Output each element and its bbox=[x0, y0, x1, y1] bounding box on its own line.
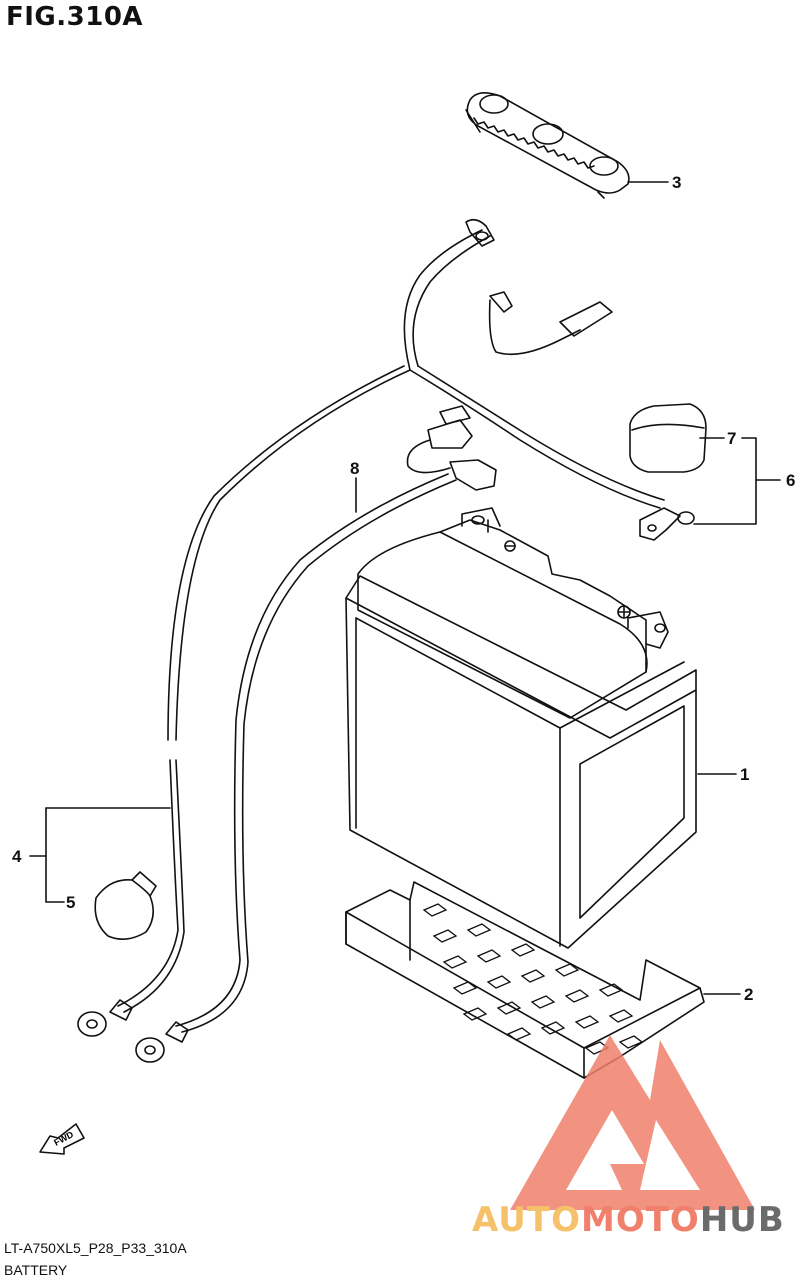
fwd-label: FWD bbox=[52, 1129, 75, 1148]
tray-slot bbox=[574, 1015, 600, 1029]
tray-slot bbox=[540, 1021, 566, 1035]
tray-slot bbox=[476, 949, 502, 963]
battery-cable-8 bbox=[135, 291, 613, 1063]
battery-1 bbox=[345, 507, 697, 949]
tray-slot bbox=[452, 981, 478, 995]
battery-cable-6 bbox=[409, 365, 695, 541]
tray-slot bbox=[618, 1035, 644, 1049]
callout-6: 6 bbox=[786, 471, 795, 490]
callout-4: 4 bbox=[12, 847, 22, 866]
callout-5: 5 bbox=[66, 893, 75, 912]
tray-slot bbox=[422, 903, 448, 917]
tray-slot bbox=[554, 963, 580, 977]
fwd-arrow bbox=[39, 1123, 85, 1155]
terminal-cover-strip bbox=[465, 92, 630, 199]
tray-slot bbox=[564, 989, 590, 1003]
terminal-cap-7 bbox=[629, 403, 707, 473]
callout-8: 8 bbox=[350, 459, 359, 478]
tray-slot bbox=[466, 923, 492, 937]
callout-7: 7 bbox=[727, 429, 736, 448]
figure-title: FIG.310A bbox=[6, 2, 144, 32]
tray-slot bbox=[510, 943, 536, 957]
tray-slot bbox=[520, 969, 546, 983]
tray-slot bbox=[442, 955, 468, 969]
tray-slots bbox=[422, 903, 644, 1055]
callout-2: 2 bbox=[744, 985, 753, 1004]
leader-lines bbox=[29, 181, 781, 995]
watermark-logo bbox=[510, 1035, 755, 1210]
callout-1: 1 bbox=[740, 765, 749, 784]
battery-cable-4 bbox=[77, 218, 495, 1037]
figure-name: BATTERY bbox=[4, 1262, 68, 1278]
tray-slot bbox=[462, 1007, 488, 1021]
battery-tray-2 bbox=[345, 881, 705, 1079]
tray-slot bbox=[608, 1009, 634, 1023]
tray-slot bbox=[598, 983, 624, 997]
callout-3: 3 bbox=[672, 173, 681, 192]
cable-boot-5 bbox=[94, 871, 157, 940]
tray-slot bbox=[486, 975, 512, 989]
tray-slot bbox=[530, 995, 556, 1009]
tray-slot bbox=[506, 1027, 532, 1041]
watermark-text: AUTOMOTOHUB bbox=[472, 1200, 785, 1240]
tray-slot bbox=[432, 929, 458, 943]
tray-slot bbox=[496, 1001, 522, 1015]
figure-code: LT-A750XL5_P28_P33_310A bbox=[4, 1240, 187, 1256]
